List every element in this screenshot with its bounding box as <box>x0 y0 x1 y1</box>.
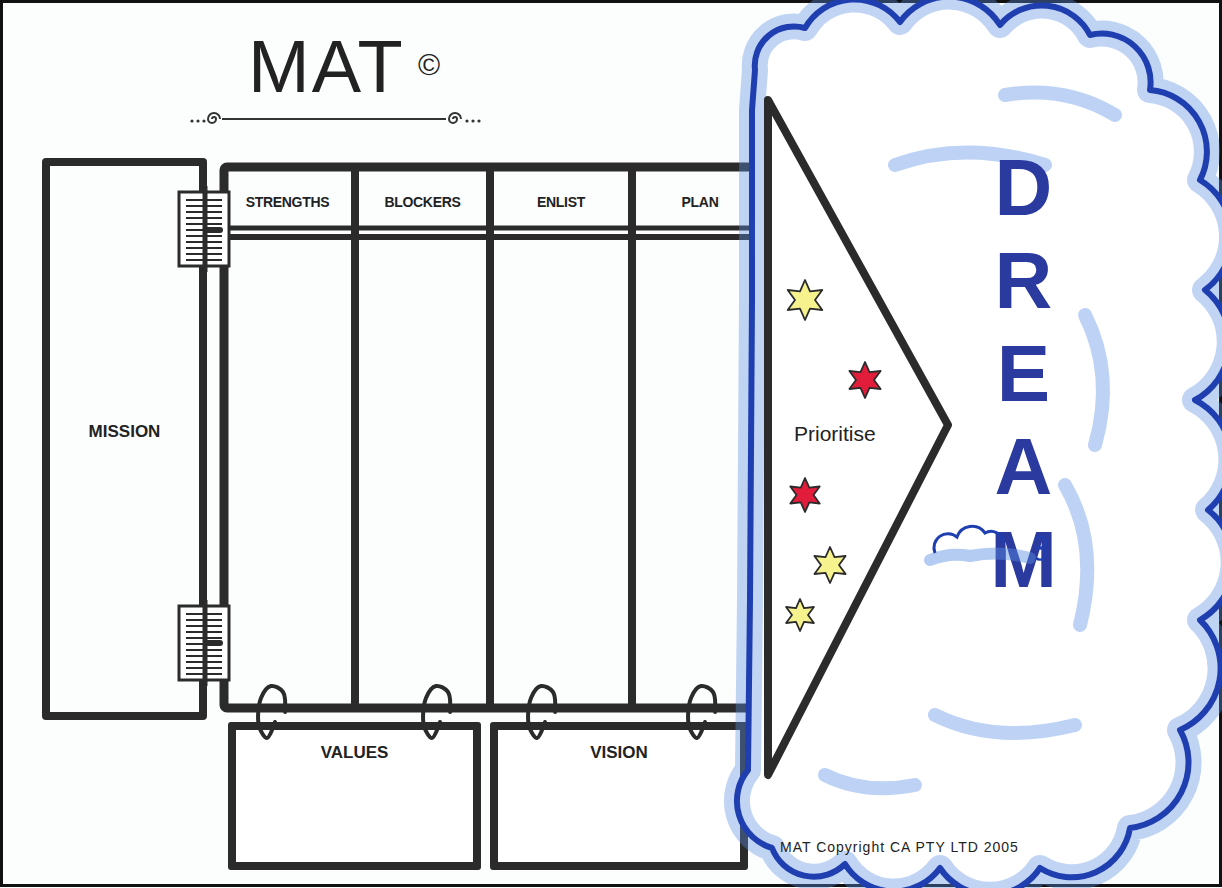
cloud-wash <box>935 715 1075 733</box>
column-divider <box>628 167 636 708</box>
node-text: MISSION <box>50 422 199 442</box>
header-rule <box>224 234 764 240</box>
title-spiral <box>449 113 461 123</box>
values-box: VALUES <box>228 722 481 870</box>
title-dot <box>471 119 474 122</box>
enlist-column: ENLIST <box>490 163 632 712</box>
copyright-note: MAT Copyright CA PTY LTD 2005 <box>780 839 1019 855</box>
mat-panel <box>224 167 764 708</box>
title-dot <box>202 119 205 122</box>
title-dot <box>190 119 193 122</box>
title-underline <box>222 118 446 120</box>
node-text: ENLIST <box>490 194 632 210</box>
priority-star <box>790 478 819 512</box>
cloud-wash <box>1085 315 1103 445</box>
binder-ring <box>423 686 450 738</box>
node-text: VISION <box>498 743 740 763</box>
column-divider <box>486 167 494 708</box>
cloud-wash <box>1005 93 1115 116</box>
priority-star <box>786 599 814 631</box>
node-text: STRENGTHS <box>220 194 355 210</box>
title-spiral <box>208 113 220 123</box>
title-dot <box>477 119 480 122</box>
binder-ring <box>528 686 555 738</box>
strengths-column: STRENGTHS <box>220 163 355 712</box>
header-rule <box>224 226 764 231</box>
diagram-title: MAT <box>248 30 405 104</box>
hinge-link <box>207 227 220 233</box>
binder-ring <box>688 686 715 738</box>
cloud-outline <box>737 0 1222 888</box>
node-text: DREAM <box>983 143 1063 608</box>
node-text: Prioritise <box>794 422 876 446</box>
node-text: VALUES <box>236 743 473 763</box>
cloud-wash <box>1065 485 1087 625</box>
column-divider <box>351 167 359 708</box>
copyright-symbol: © <box>418 48 440 82</box>
priority-star <box>814 547 845 583</box>
binder-ring <box>258 686 285 738</box>
vision-box: VISION <box>490 722 748 870</box>
title-dot <box>465 119 468 122</box>
prioritise-arrow: Prioritise <box>764 96 954 780</box>
cloud-wash <box>825 775 915 788</box>
blockers-column: BLOCKERS <box>355 163 490 712</box>
cloud-wash <box>737 0 1222 888</box>
hinge-link <box>207 640 220 646</box>
node-text: BLOCKERS <box>355 194 490 210</box>
priority-star <box>788 280 823 320</box>
priority-star <box>849 362 880 398</box>
mission-box: MISSION <box>42 158 207 720</box>
title-dot <box>196 119 199 122</box>
